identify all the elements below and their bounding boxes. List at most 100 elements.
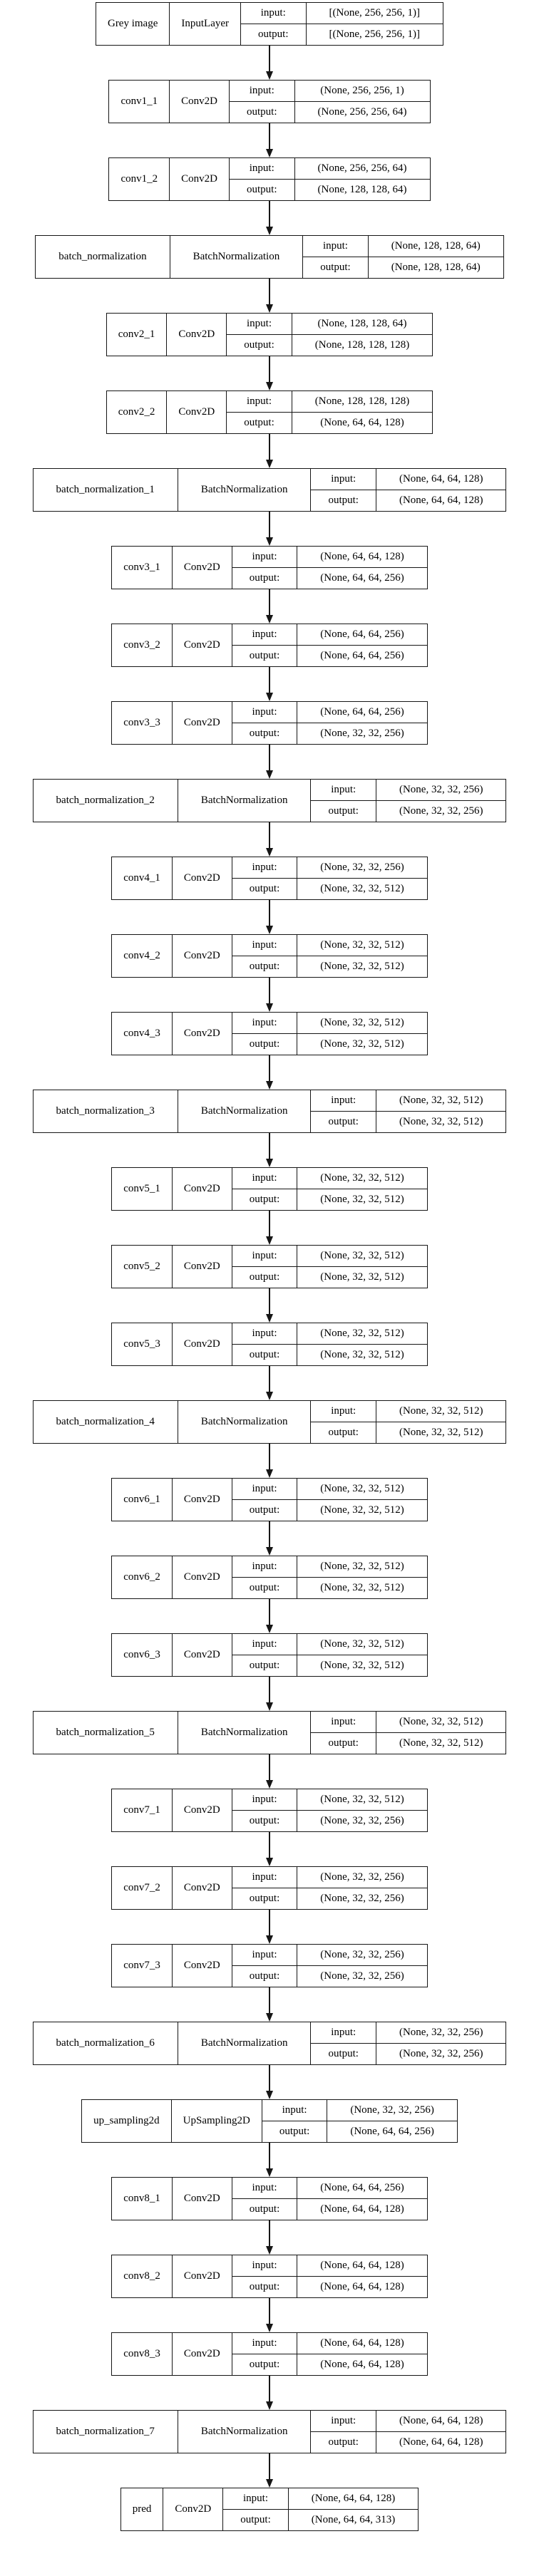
layer-type: Conv2D — [171, 546, 232, 589]
output-shape: (None, 32, 32, 256) — [375, 800, 507, 822]
flow-arrow — [266, 978, 273, 1012]
layer-type: Conv2D — [169, 157, 230, 201]
layer-type: Conv2D — [171, 857, 232, 900]
input-shape: (None, 32, 32, 512) — [297, 1478, 428, 1500]
arrow-head-icon — [266, 2013, 273, 2022]
layer-type: BatchNormalization — [177, 2022, 312, 2065]
output-shape: (None, 128, 128, 64) — [367, 257, 504, 279]
layer-name: conv6_2 — [111, 1556, 173, 1599]
layer-name: pred — [120, 2488, 164, 2531]
output-shape: (None, 32, 32, 512) — [375, 1732, 507, 1754]
arrow-head-icon — [266, 227, 273, 235]
layer-name: conv2_1 — [106, 313, 168, 356]
input-shape: (None, 128, 128, 64) — [367, 235, 504, 257]
input-label: input: — [231, 1789, 298, 1811]
arrow-head-icon — [266, 1780, 273, 1789]
input-shape: (None, 64, 64, 256) — [297, 2177, 428, 2199]
arrow-line — [269, 2220, 270, 2246]
layer-name: conv6_1 — [111, 1478, 173, 1521]
layer-node: conv4_1 Conv2D input: (None, 32, 32, 256… — [111, 857, 428, 900]
output-label: output: — [222, 2509, 289, 2531]
input-shape: (None, 64, 64, 128) — [297, 546, 428, 568]
flow-arrow — [266, 2376, 273, 2410]
arrow-line — [269, 1133, 270, 1159]
layer-node: batch_normalization_2 BatchNormalization… — [32, 779, 507, 822]
arrow-line — [269, 1832, 270, 1858]
arrow-head-icon — [266, 615, 273, 624]
arrow-head-icon — [266, 460, 273, 468]
output-shape: (None, 256, 256, 64) — [294, 101, 431, 123]
layer-type: Conv2D — [171, 624, 232, 667]
layer-type: Conv2D — [171, 2177, 232, 2220]
input-label: input: — [231, 546, 298, 568]
input-label: input: — [231, 1323, 298, 1345]
output-label: output: — [231, 1965, 298, 1987]
layer-name: conv6_3 — [111, 1633, 173, 1677]
arrow-head-icon — [266, 2091, 273, 2099]
flow-arrow — [266, 1288, 273, 1323]
arrow-line — [269, 1987, 270, 2013]
arrow-line — [269, 356, 270, 382]
arrow-head-icon — [266, 693, 273, 701]
layer-type: Conv2D — [171, 934, 232, 978]
output-label: output: — [310, 2431, 376, 2453]
input-label: input: — [226, 313, 292, 335]
layer-name: conv3_2 — [111, 624, 173, 667]
layer-type: Conv2D — [171, 1012, 232, 1055]
input-shape: (None, 256, 256, 1) — [294, 80, 431, 102]
arrow-head-icon — [266, 1003, 273, 1012]
input-shape: (None, 64, 64, 256) — [297, 701, 428, 723]
output-label: output: — [231, 956, 298, 978]
layer-type: InputLayer — [169, 2, 242, 46]
layer-node: conv8_2 Conv2D input: (None, 64, 64, 128… — [111, 2255, 428, 2298]
arrow-line — [269, 123, 270, 149]
flow-arrow — [266, 1366, 273, 1400]
output-shape: (None, 32, 32, 512) — [297, 1655, 428, 1677]
flow-arrow — [266, 123, 273, 157]
arrow-line — [269, 46, 270, 71]
output-shape: (None, 64, 64, 256) — [297, 567, 428, 589]
output-shape: (None, 64, 64, 128) — [297, 2354, 428, 2376]
flow-arrow — [266, 1444, 273, 1478]
arrow-head-icon — [266, 2479, 273, 2488]
flow-arrow — [266, 512, 273, 546]
layer-type: Conv2D — [171, 1323, 232, 1366]
arrow-line — [269, 279, 270, 304]
output-shape: (None, 64, 64, 256) — [327, 2121, 458, 2143]
output-label: output: — [310, 1732, 376, 1754]
flow-arrow — [266, 1211, 273, 1245]
layer-type: Conv2D — [163, 2488, 224, 2531]
layer-type: BatchNormalization — [177, 468, 312, 512]
output-shape: (None, 64, 64, 128) — [291, 412, 433, 434]
flow-arrow — [266, 279, 273, 313]
layer-node: conv5_1 Conv2D input: (None, 32, 32, 512… — [111, 1167, 428, 1211]
arrow-line — [269, 1366, 270, 1392]
input-shape: (None, 32, 32, 512) — [375, 1400, 507, 1422]
arrow-head-icon — [266, 1702, 273, 1711]
input-shape: (None, 32, 32, 512) — [297, 934, 428, 956]
layer-name: conv8_3 — [111, 2332, 173, 2376]
arrow-line — [269, 1754, 270, 1780]
arrow-head-icon — [266, 382, 273, 390]
layer-name: conv2_2 — [106, 390, 168, 434]
input-shape: (None, 32, 32, 256) — [327, 2099, 458, 2121]
arrow-head-icon — [266, 1314, 273, 1323]
arrow-line — [269, 201, 270, 227]
input-shape: (None, 32, 32, 256) — [375, 2022, 507, 2044]
layer-node: batch_normalization_5 BatchNormalization… — [32, 1711, 507, 1754]
arrow-line — [269, 1444, 270, 1469]
layer-node: pred Conv2D input: (None, 64, 64, 128) o… — [120, 2488, 419, 2531]
input-shape: (None, 32, 32, 256) — [297, 857, 428, 879]
input-label: input: — [231, 2332, 298, 2354]
output-shape: (None, 64, 64, 128) — [375, 2431, 507, 2453]
flow-arrow — [266, 201, 273, 235]
flow-arrow — [266, 1521, 273, 1556]
output-shape: [(None, 256, 256, 1)] — [305, 24, 444, 46]
input-shape: (None, 64, 64, 128) — [287, 2488, 419, 2510]
input-shape: (None, 32, 32, 512) — [297, 1789, 428, 1811]
output-shape: (None, 32, 32, 512) — [297, 1499, 428, 1521]
flow-arrow — [266, 2453, 273, 2488]
flow-arrow — [266, 667, 273, 701]
output-label: output: — [231, 567, 298, 589]
